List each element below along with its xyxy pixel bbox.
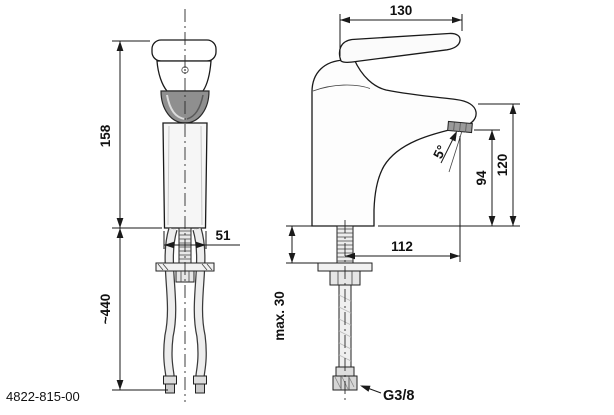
dim-max30-label: max. 30 — [272, 291, 287, 341]
front-flange-hatch — [157, 263, 213, 271]
dim-5deg-label: 5° — [430, 143, 449, 161]
part-number: 4822-815-00 — [6, 389, 80, 404]
dim-94-label: 94 — [474, 170, 489, 186]
dim-112-label: 112 — [391, 239, 413, 254]
front-view — [151, 9, 217, 402]
dim-440-label: ~440 — [98, 294, 113, 324]
g38-label: G3/8 — [383, 388, 414, 404]
front-spout-shadow — [186, 94, 204, 120]
dimension-body-width: 51 — [163, 228, 240, 249]
dimension-hose-length: ~440 — [98, 228, 168, 391]
dim-120-label: 120 — [495, 154, 510, 177]
dimension-overall-depth: 130 — [339, 3, 463, 56]
dimension-spout-top-height: 120 — [378, 103, 520, 227]
right-hose-fitting — [193, 375, 207, 385]
front-nut-facets — [180, 271, 190, 282]
aerator — [447, 120, 473, 134]
front-handle-cap — [151, 39, 217, 62]
left-hose — [164, 227, 177, 378]
side-lever-handle — [338, 32, 461, 63]
front-neck — [156, 60, 212, 92]
right-hose-nut — [195, 383, 205, 394]
front-spout-highlight — [166, 94, 186, 120]
side-body — [311, 58, 477, 227]
callout-connection-thread: G3/8 — [360, 385, 414, 404]
dim-51-label: 51 — [215, 228, 231, 243]
dimension-max-deck-thickness: max. 30 — [272, 225, 318, 341]
right-hose — [193, 227, 206, 378]
left-hose-nut — [165, 383, 175, 394]
dimension-body-height: 158 — [98, 40, 162, 229]
side-body-seam — [312, 84, 371, 92]
left-hose-fitting — [163, 375, 177, 385]
dimension-spray-angle: 5° — [430, 131, 457, 164]
dimension-spout-outlet-height: 94 — [474, 129, 500, 226]
side-nut-facets — [337, 271, 353, 285]
dim-130-label: 130 — [390, 3, 413, 18]
dimension-spout-reach: 112 — [345, 136, 461, 262]
side-view — [311, 32, 477, 404]
dim-158-label: 158 — [98, 124, 113, 147]
indicator-dot-center — [184, 69, 186, 71]
g38-nut-facets — [340, 376, 350, 390]
front-body-shading — [167, 125, 203, 226]
